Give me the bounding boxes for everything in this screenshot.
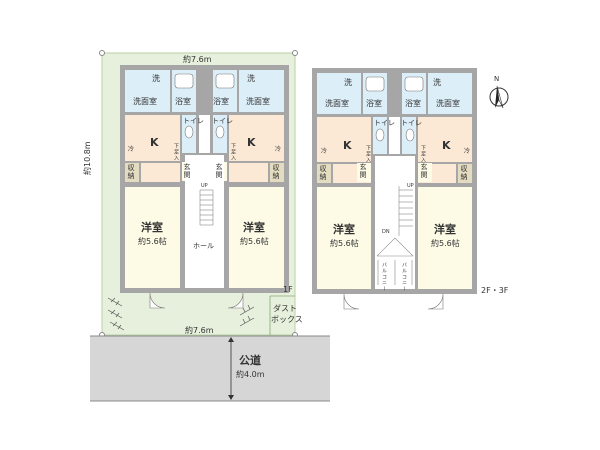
fridge-label: 冷 [464, 148, 471, 155]
site-front-width-label: 約7.6m [185, 326, 214, 335]
north-arrow-icon [489, 85, 509, 109]
dust-box-label-2: ボックス [271, 315, 303, 324]
toilet-label: トイレ [183, 117, 204, 125]
entrance-label: 玄関 [359, 163, 367, 179]
kitchen-label: K [442, 139, 451, 152]
building-1f [120, 65, 289, 309]
lot-corner-marker [99, 50, 105, 56]
entrance-label: 玄関 [420, 163, 428, 179]
western-room-label: 洋室 [141, 221, 163, 234]
washroom-label: 洗面室 [246, 97, 270, 106]
shoe-storage-label: 下足入 [420, 145, 426, 163]
floor-label-1f: 1F [283, 285, 293, 294]
stairs-down-label: DN [382, 229, 390, 235]
room-area-label: 約5.6帖 [431, 239, 460, 248]
washroom-label: 洗面室 [325, 99, 349, 108]
toilet-label: トイレ [212, 117, 233, 125]
balcony-label: バルコニー [401, 262, 407, 292]
stairs-up-label: UP [407, 183, 414, 189]
room-area-label: 約5.6帖 [330, 239, 359, 248]
western-room-label: 洋室 [333, 223, 355, 236]
bath-label: 浴室 [405, 99, 421, 108]
kitchen-label: K [247, 136, 256, 149]
storage-label: 収納 [460, 165, 468, 181]
north-label: N [494, 75, 500, 83]
western-room-label: 洋室 [243, 221, 265, 234]
site-width-label: 約7.6m [183, 55, 212, 64]
fridge-label: 冷 [128, 146, 135, 153]
room-area-label: 約5.6帖 [240, 237, 269, 246]
washroom-label: 洗面室 [436, 99, 460, 108]
storage-label: 収納 [272, 164, 280, 180]
washroom-label: 洗面室 [133, 97, 157, 106]
bath-label: 浴室 [213, 97, 229, 106]
road-label: 公道 [239, 354, 261, 367]
balcony-label: バルコニー [381, 262, 387, 292]
wash-mark: 洗 [433, 78, 441, 87]
kitchen-label: K [150, 136, 159, 149]
fridge-label: 冷 [321, 148, 328, 155]
shoe-storage-label: 下足入 [230, 143, 236, 161]
wash-mark: 洗 [152, 74, 160, 83]
room-area-label: 約5.6帖 [138, 237, 167, 246]
toilet-label: トイレ [374, 119, 395, 127]
floor-label-2f3f: 2F・3F [481, 286, 509, 295]
entrance-label: 玄関 [183, 163, 191, 179]
site-depth-label: 約10.8m [83, 141, 92, 175]
toilet-label: トイレ [401, 119, 422, 127]
road-width-label: 約4.0m [236, 370, 265, 379]
fridge-label: 冷 [275, 146, 282, 153]
bath-label: 浴室 [175, 97, 191, 106]
building-2f3f [312, 68, 477, 310]
public-road [90, 336, 330, 401]
stairs-up-label: UP [201, 183, 208, 189]
lot-corner-marker [292, 50, 298, 56]
bath-label: 浴室 [366, 99, 382, 108]
hall-label: ホール [193, 242, 214, 250]
shoe-storage-label: 下足入 [173, 143, 179, 161]
kitchen-label: K [343, 139, 352, 152]
dust-box-label-1: ダスト [273, 304, 297, 313]
entrance-label: 玄関 [215, 163, 223, 179]
wash-mark: 洗 [344, 78, 352, 87]
storage-label: 収納 [127, 164, 135, 180]
storage-label: 収納 [319, 165, 327, 181]
shoe-storage-label: 下足入 [365, 145, 371, 163]
shrub-icon [107, 297, 255, 331]
wash-mark: 洗 [247, 74, 255, 83]
western-room-label: 洋室 [434, 223, 456, 236]
